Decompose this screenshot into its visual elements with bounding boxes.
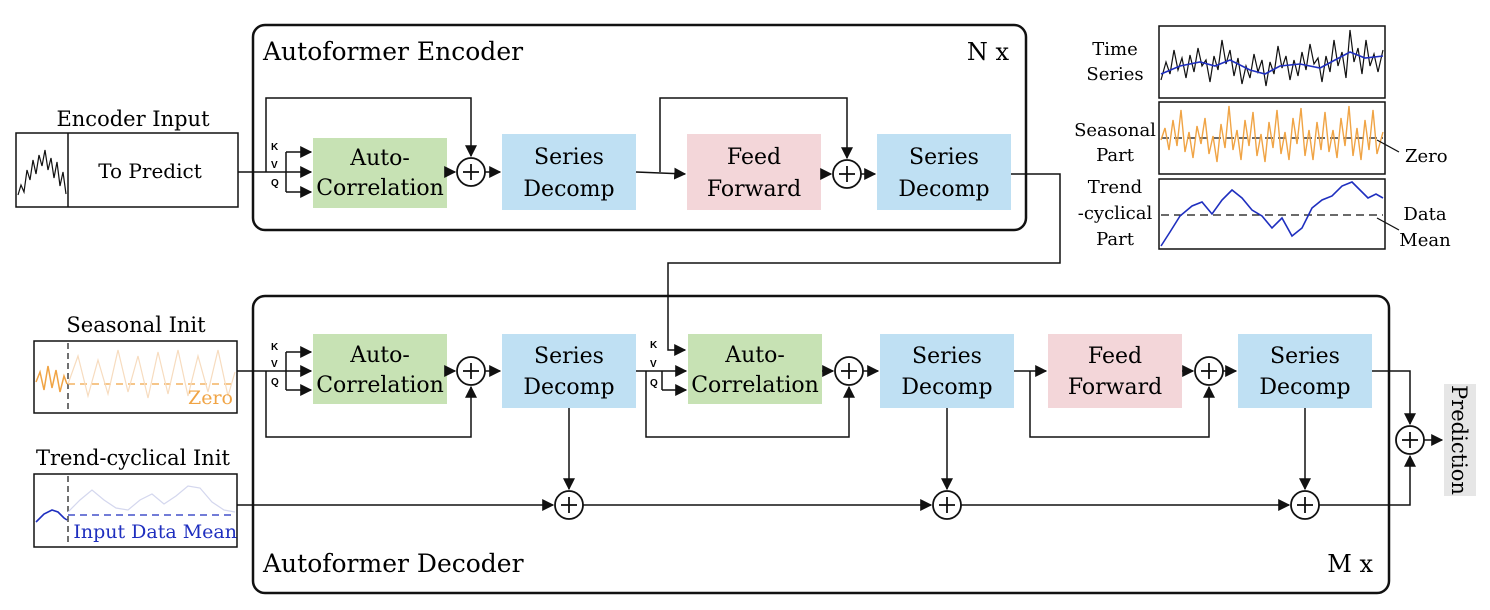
legend-seasonal-line2: Part	[1096, 145, 1135, 166]
decoder-repeat: M x	[1327, 550, 1373, 578]
encoder-q-label: Q	[271, 178, 279, 189]
encoder-feed-forward-block	[687, 134, 821, 210]
decoder-feed-forward-line2: Forward	[1068, 375, 1162, 400]
encoder-series-decomp-1-line1: Series	[534, 145, 604, 170]
encoder-feed-forward-line2: Forward	[707, 177, 801, 202]
legend-zero-label: Zero	[1405, 146, 1448, 167]
decoder-connectors	[237, 346, 1444, 511]
encoder-input-signal	[17, 149, 67, 196]
trend-add-2	[932, 490, 962, 520]
decoder-autocorrelation-1-line1: Auto-	[349, 343, 410, 368]
decoder-q-label-2: Q	[650, 378, 658, 389]
trend-init-label: Trend-cyclical Init	[36, 446, 231, 470]
trend-add-1	[554, 490, 584, 520]
encoder-repeat: N x	[967, 38, 1010, 66]
legend-mean-line1: Data	[1403, 204, 1446, 225]
encoder-series-decomp-2-block	[877, 134, 1011, 210]
trend-init-faded	[67, 485, 236, 513]
encoder-series-decomp-2-line1: Series	[909, 145, 979, 170]
legend-mean-line2: Mean	[1399, 230, 1451, 251]
decoder-autocorrelation-2-line2: Correlation	[691, 373, 819, 398]
encoder-input-label: Encoder Input	[56, 107, 210, 131]
seasonal-init-signal	[35, 365, 68, 393]
legend-trend-line2: -cyclical	[1078, 203, 1153, 224]
decoder-frame	[251, 294, 1391, 595]
encoder-feed-forward-line1: Feed	[727, 145, 781, 170]
legend-time-line1: Time	[1092, 39, 1137, 60]
encoder-autocorrelation-block	[313, 138, 447, 208]
decoder-feed-forward-line1: Feed	[1088, 344, 1142, 369]
legend-trend-box	[1158, 178, 1386, 250]
decoder-series-decomp-1-line1: Series	[534, 344, 604, 369]
prediction-box	[1444, 384, 1476, 496]
decoder-series-decomp-1-block	[502, 334, 636, 408]
legend-seasonal-line1: Seasonal	[1074, 120, 1156, 141]
decoder-title: Autoformer Decoder	[262, 549, 524, 578]
decoder-series-decomp-3-line2: Decomp	[1259, 375, 1350, 400]
trend-add-3	[1290, 490, 1320, 520]
encoder-connectors	[238, 97, 1061, 356]
decoder-series-decomp-2-line2: Decomp	[901, 375, 992, 400]
decoder-autocorrelation-2-block	[688, 334, 822, 404]
encoder-autocorrelation-line2: Correlation	[316, 176, 444, 201]
decoder-k-label-1: K	[271, 342, 279, 353]
decoder-autocorrelation-2-line1: Auto-	[724, 343, 785, 368]
legend-trend-line3: Part	[1096, 229, 1135, 250]
decoder-add-1	[456, 356, 486, 386]
to-predict-label: To Predict	[98, 159, 201, 183]
prediction-label: Prediction	[1447, 385, 1471, 495]
decoder-series-decomp-1-line2: Decomp	[523, 375, 614, 400]
seasonal-zero-label: Zero	[188, 387, 233, 409]
decoder-add-2	[834, 356, 864, 386]
encoder-frame	[251, 23, 1028, 232]
decoder-autocorrelation-1-line2: Correlation	[316, 373, 444, 398]
legend-time-series-trend	[1160, 51, 1384, 75]
seasonal-init-faded	[67, 349, 236, 399]
legend-time-series-signal	[1160, 29, 1384, 87]
legend-trend-line1: Trend	[1088, 177, 1142, 198]
decoder-feed-forward-block	[1048, 334, 1182, 408]
decoder-series-decomp-2-block	[880, 334, 1014, 408]
output-add	[1395, 425, 1425, 455]
decoder-v-label-2: V	[650, 359, 657, 370]
legend-seasonal-signal	[1160, 105, 1384, 163]
trend-init-signal	[35, 509, 68, 523]
decoder-series-decomp-2-line1: Series	[912, 344, 982, 369]
encoder-v-label: V	[271, 160, 278, 171]
decoder-v-label-1: V	[271, 359, 278, 370]
decoder-add-3	[1194, 356, 1224, 386]
seasonal-init-label: Seasonal Init	[66, 313, 206, 337]
encoder-series-decomp-2-line2: Decomp	[898, 177, 989, 202]
encoder-autocorrelation-line1: Auto-	[349, 146, 410, 171]
encoder-series-decomp-1-line2: Decomp	[523, 177, 614, 202]
decoder-autocorrelation-1-block	[313, 334, 447, 404]
decoder-k-label-2: K	[650, 340, 658, 351]
encoder-k-label: K	[271, 142, 279, 153]
legend-trend-signal	[1160, 181, 1384, 247]
decoder-series-decomp-3-block	[1238, 334, 1372, 408]
decoder-q-label-1: Q	[271, 377, 279, 388]
decoder-series-decomp-3-line1: Series	[1270, 344, 1340, 369]
encoder-title: Autoformer Encoder	[262, 37, 523, 66]
trend-mean-label: Input Data Mean	[73, 521, 237, 543]
encoder-add-1	[456, 157, 486, 187]
encoder-add-2	[832, 159, 862, 189]
encoder-series-decomp-1-block	[502, 134, 636, 210]
legend-time-line2: Series	[1086, 64, 1143, 85]
